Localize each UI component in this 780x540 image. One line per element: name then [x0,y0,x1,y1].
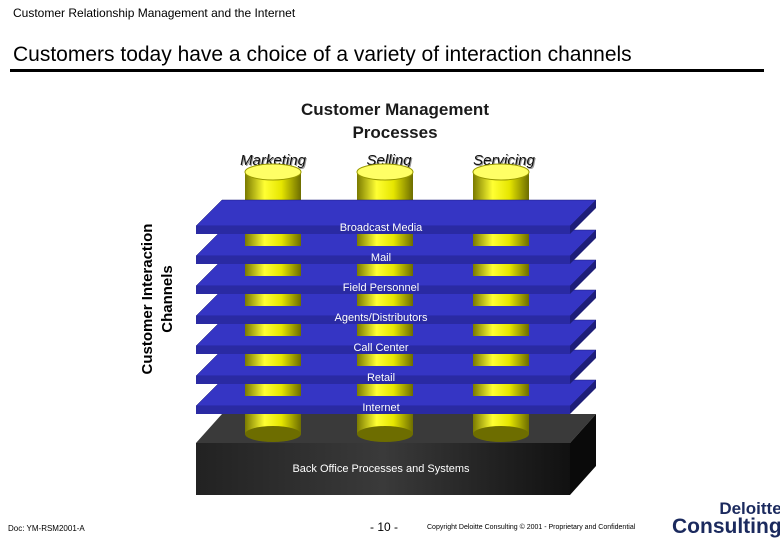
cylinder-segment-1 [357,384,413,396]
cylinder-segment-1 [357,414,413,426]
cylinder-segment-2 [473,294,529,306]
channel-label-2: Field Personnel [343,282,419,294]
channel-layer-side [570,320,596,354]
footer-doc-id: Doc: YM-RSM2001-A [8,524,85,533]
channel-layer-side [570,380,596,414]
cylinder-segment-1 [357,354,413,366]
channel-layer-side [570,290,596,324]
cylinder-segment-2 [473,324,529,336]
channel-layer-0: Broadcast Media [195,199,597,246]
channel-layer-side [570,230,596,264]
cylinder-top-2 [472,163,530,181]
section-title-line1: Customer Management [301,100,489,119]
cylinder-bottom-2 [473,426,529,442]
base-label: Back Office Processes and Systems [292,463,470,475]
channel-layer-side [570,350,596,384]
channel-label-3: Agents/Distributors [335,312,428,324]
cylinder-segment-2 [473,354,529,366]
footer-copyright: Copyright Deloitte Consulting © 2001 - P… [427,524,636,531]
cylinder-top-0 [244,163,302,181]
logo-line1: Deloitte [719,499,780,518]
channel-layer-front [196,316,570,324]
process-label-marketing: Marketing [240,152,306,169]
cylinder-segment-1 [357,324,413,336]
channel-layer-front [196,376,570,384]
channel-layer-front [196,346,570,354]
cylinder-top-1 [356,163,414,181]
base-side [570,414,596,495]
cylinder-segment-0 [245,414,301,426]
cylinder-segment-2 [473,234,529,246]
cylinder-bottom-0 [245,426,301,442]
section-title-line2: Processes [352,123,438,142]
channel-label-1: Mail [371,252,391,264]
cylinder-segment-0 [245,234,301,246]
cylinder-segment-2 [473,414,529,426]
channel-label-0: Broadcast Media [340,222,423,234]
channel-label-5: Retail [367,372,395,384]
title-divider [10,69,764,72]
cylinder-segment-1 [357,294,413,306]
cylinder-segment-0 [245,294,301,306]
base-front [196,443,570,495]
deloitte-consulting-logo: Deloitte Consulting [672,500,780,537]
logo-line2: Consulting [672,515,780,538]
cylinder-segment-0 [245,384,301,396]
cylinder-segment-0 [245,324,301,336]
header-text: Customer Relationship Management and the… [13,6,296,20]
cylinder-segment-0 [245,264,301,276]
channel-layer-front [196,256,570,264]
channel-layer-front [196,286,570,294]
footer-page-number: - 10 - [370,520,399,534]
cylinder-segment-1 [357,234,413,246]
channel-layer-front [196,226,570,234]
channel-layer-side [570,200,596,234]
cylinder-segment-2 [473,264,529,276]
channel-label-6: Internet [362,402,399,414]
cylinder-segment-1 [357,264,413,276]
cylinder-segment-2 [473,384,529,396]
channel-layer-side [570,260,596,294]
slide-title: Customers today have a choice of a varie… [13,43,632,66]
cylinder-segment-0 [245,354,301,366]
channel-label-4: Call Center [353,342,408,354]
channel-layer-front [196,406,570,414]
cylinder-bottom-1 [357,426,413,442]
